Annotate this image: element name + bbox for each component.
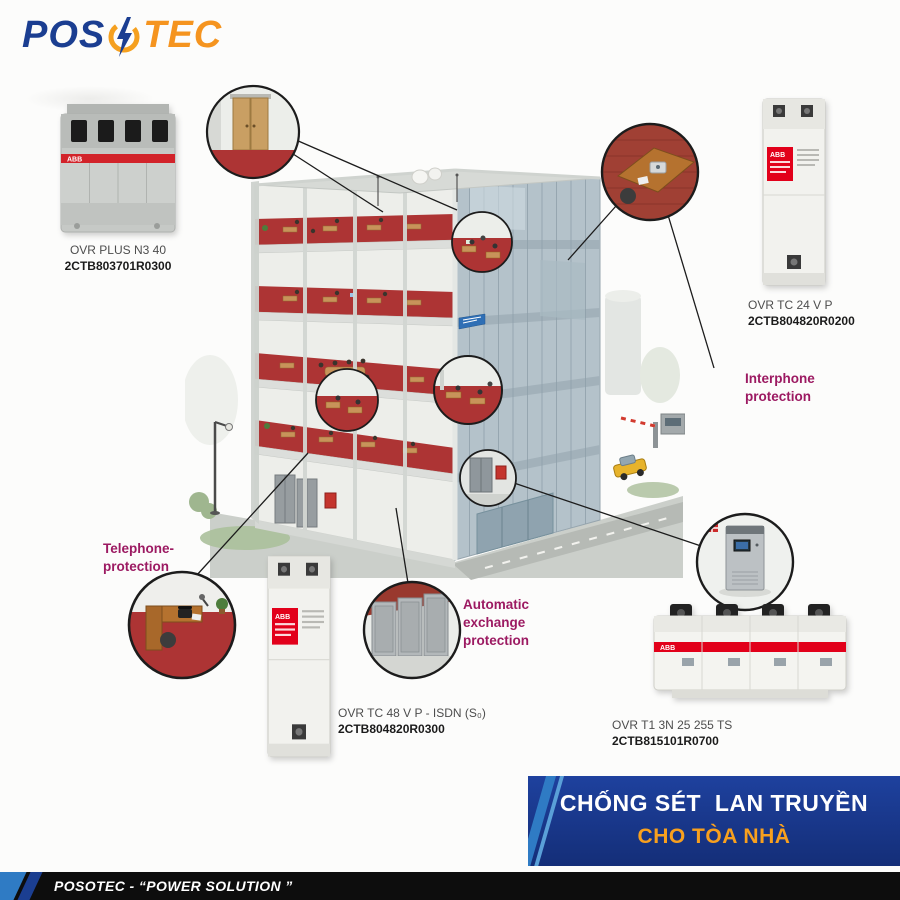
product-image-ovr-t1: ABB (652, 602, 848, 707)
brand-mark: ABB (275, 612, 290, 621)
car (613, 454, 647, 481)
title-banner: CHỐNG SÉT LAN TRUYỀN CHO TÒA NHÀ (528, 776, 900, 866)
background-tower (605, 295, 641, 395)
banner-subtitle: CHO TÒA NHÀ (637, 825, 791, 848)
product-label-ovr-tc-24: OVR TC 24 V P 2CTB804820R0200 (748, 298, 878, 329)
product-image-ovr-tc-48: ABB (262, 552, 336, 767)
product-code: 2CTB804820R0300 (338, 721, 445, 736)
glass-facade (454, 169, 601, 561)
background-trees (640, 347, 680, 403)
product-label-ovr-tc-48: OVR TC 48 V P - ISDN (S₀) 2CTB804820R030… (338, 706, 528, 737)
product-name: OVR PLUS N3 40 (69, 243, 167, 257)
product-image-ovr-plus: ABB (57, 96, 179, 241)
footer-bar: POSOTEC - “POWER SOLUTION ” (0, 872, 900, 900)
banner-title: CHỐNG SÉT LAN TRUYỀN (559, 790, 869, 816)
gate-barrier (620, 413, 686, 448)
product-label-ovr-t1: OVR T1 3N 25 255 TS 2CTB815101R0700 (612, 718, 802, 749)
brand-mark: ABB (660, 645, 675, 652)
product-image-ovr-tc-24: ABB (757, 95, 831, 295)
product-name: OVR TC 48 V P - ISDN (S₀) (338, 706, 486, 720)
product-name: OVR TC 24 V P (748, 298, 833, 312)
product-code: 2CTB804820R0200 (748, 313, 855, 328)
logo-text-tec: TEC (143, 14, 223, 56)
roof-tank (411, 169, 429, 185)
lightning-bolt-icon (108, 16, 140, 57)
callout-cabinet-scene (697, 514, 793, 610)
annotation-interphone: Interphone protection (745, 371, 815, 405)
building-illustration (182, 70, 686, 580)
logo-text-pos: POS (22, 14, 106, 56)
callout-circle-cabinet (695, 512, 795, 612)
callout-circle-exchange (362, 580, 462, 680)
annotation-telephone: Telephone- protection (103, 541, 175, 575)
footer-brand-line: POSOTEC - “POWER SOLUTION ” (54, 878, 293, 894)
product-code: 2CTB803701R0300 (64, 258, 172, 273)
logo: POS TEC (22, 14, 222, 57)
callout-exchange-scene (364, 582, 460, 678)
building-scene (182, 167, 686, 580)
background-blob (182, 355, 238, 445)
product-label-ovr-plus: OVR PLUS N3 40 2CTB803701R0300 (50, 243, 186, 274)
product-code: 2CTB815101R0700 (612, 733, 719, 748)
callout-circle-telephone (127, 570, 237, 680)
brand-mark: ABB (67, 157, 82, 164)
callout-telephone-scene (129, 572, 235, 678)
brand-mark: ABB (770, 152, 785, 159)
product-name: OVR T1 3N 25 255 TS (612, 718, 733, 732)
annotation-exchange: Automatic exchange protection (463, 597, 530, 649)
columns (251, 174, 407, 550)
